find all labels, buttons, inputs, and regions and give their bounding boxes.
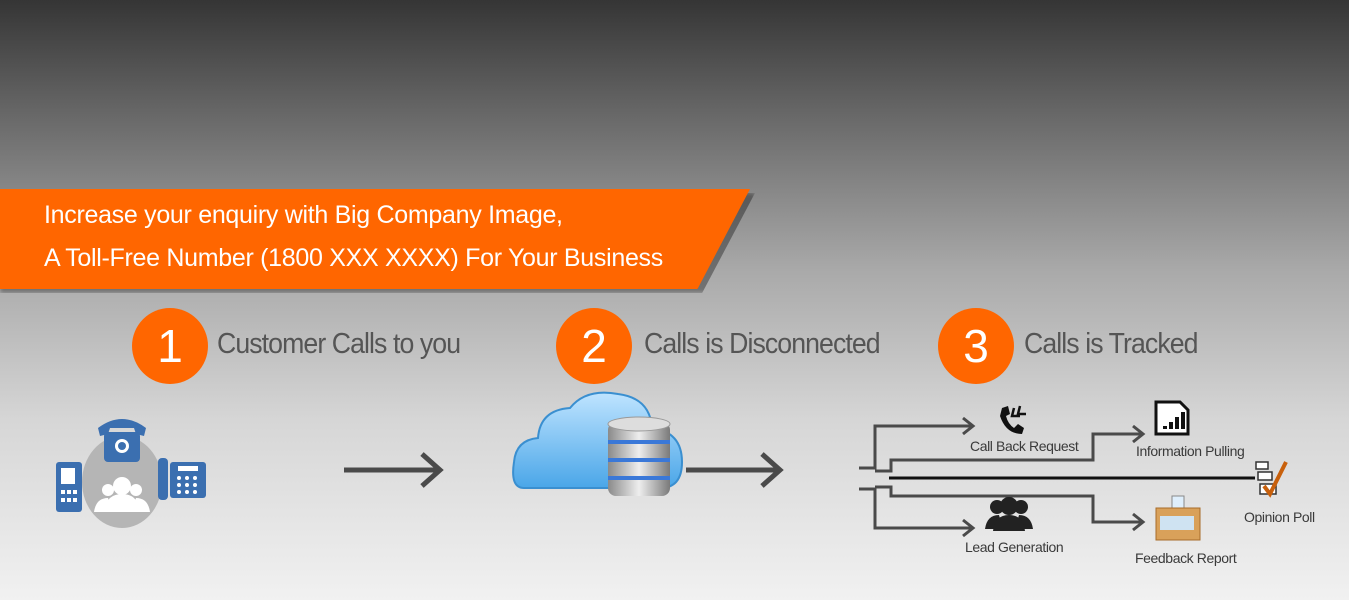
headline-line-1: Increase your enquiry with Big Company I…	[44, 201, 563, 229]
document-chart-icon	[1154, 400, 1190, 436]
step-2-badge: 2	[556, 308, 632, 384]
step-2-label: Calls is Disconnected	[644, 328, 881, 360]
feedback-box-icon	[1155, 495, 1201, 541]
information-pulling-label: Information Pulling	[1136, 443, 1245, 459]
feedback-report-label: Feedback Report	[1135, 550, 1237, 566]
tracking-flow-lines	[859, 416, 1255, 538]
arrow-right-icon	[344, 452, 444, 488]
call-back-request-label: Call Back Request	[970, 438, 1079, 454]
group-people-icon	[985, 497, 1033, 531]
checklist-icon	[1255, 461, 1288, 498]
call-back-icon	[1000, 405, 1026, 434]
cloud-database-icon	[512, 391, 684, 496]
headline-line-2: A Toll-Free Number (1800 XXX XXXX) For Y…	[44, 244, 663, 272]
step-3-badge: 3	[938, 308, 1014, 384]
arrow-right-icon-2	[686, 452, 784, 488]
lead-generation-label: Lead Generation	[965, 539, 1064, 555]
step-3-label: Calls is Tracked	[1024, 328, 1198, 360]
customer-phones-icon	[56, 419, 206, 528]
headline-banner	[0, 189, 750, 289]
step-1-label: Customer Calls to you	[217, 328, 461, 360]
opinion-poll-label: Opinion Poll	[1244, 509, 1315, 525]
step-1-badge: 1	[132, 308, 208, 384]
